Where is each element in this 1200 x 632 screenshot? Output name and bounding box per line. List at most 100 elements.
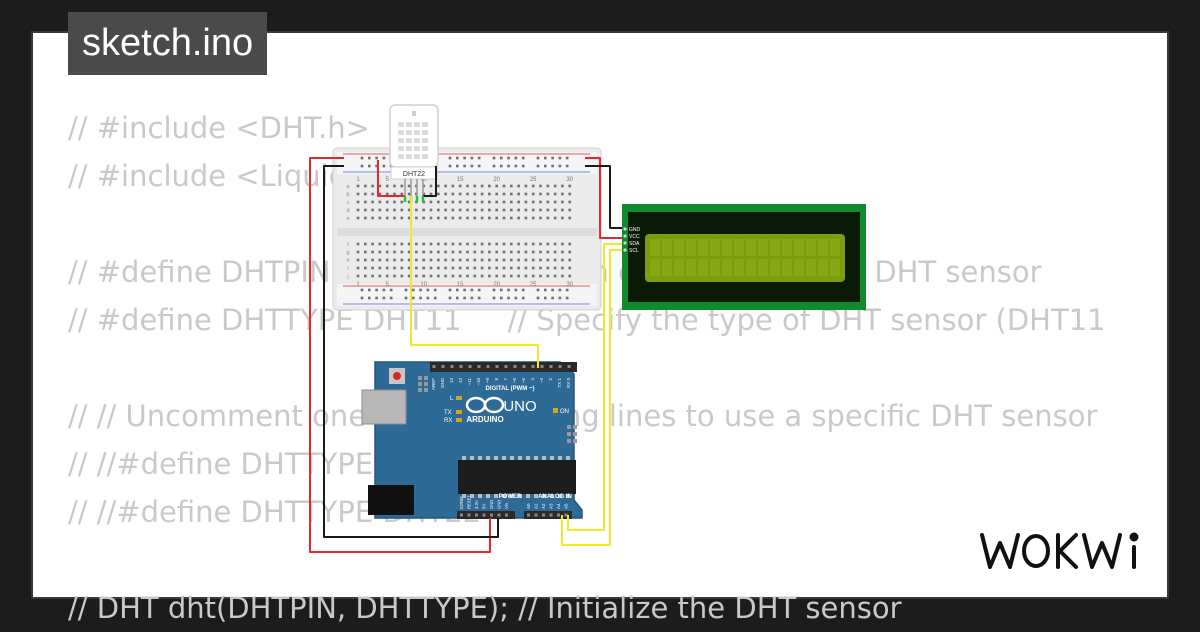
power-header bbox=[457, 511, 515, 519]
arduino-brand: ARDUINO bbox=[466, 415, 503, 424]
wire-lcd-vcc bbox=[585, 157, 622, 239]
on-led-label: ON bbox=[560, 409, 569, 415]
breadboard-row-letter: h bbox=[346, 258, 349, 264]
breadboard-row-letter: i bbox=[347, 266, 348, 272]
wire-dht-data bbox=[410, 196, 539, 368]
digital-label: DIGITAL (PWM ~) bbox=[486, 386, 535, 392]
power-label: POWER bbox=[499, 494, 522, 500]
breadboard-column-number: 15 bbox=[457, 282, 464, 288]
digital-pin-label: AREF bbox=[431, 378, 436, 390]
breadboard-row-letter: f bbox=[347, 242, 349, 248]
breadboard-row-letter: a bbox=[346, 184, 350, 190]
analog-header bbox=[524, 511, 572, 519]
digital-pin-label: 7 bbox=[503, 378, 508, 381]
analog-pin-label: A1 bbox=[534, 503, 539, 509]
digital-pin-label: 2 bbox=[548, 378, 553, 381]
bottom-pins bbox=[460, 513, 568, 517]
wire-gnd-main bbox=[323, 165, 499, 538]
wire-lcd-sda bbox=[567, 243, 622, 531]
file-tab[interactable]: sketch.ino bbox=[68, 12, 268, 75]
lcd-pin-label: SDA bbox=[629, 241, 640, 247]
usb-port bbox=[361, 389, 407, 425]
digital-pin-label: ~3 bbox=[539, 378, 544, 384]
lcd-pin-label: SCL bbox=[629, 248, 639, 254]
breadboard-column-number: 10 bbox=[420, 282, 427, 288]
power-pin-label: 5V bbox=[482, 504, 487, 509]
dht22-sensor[interactable]: DHT22 bbox=[389, 104, 439, 196]
icsp-header bbox=[418, 376, 577, 443]
breadboard-column-number: 5 bbox=[386, 282, 390, 288]
wires bbox=[309, 157, 622, 553]
digital-pin-label: 8 bbox=[494, 378, 499, 381]
digital-header bbox=[430, 362, 577, 372]
breadboard-row-letter: b bbox=[346, 192, 349, 198]
breadboard-column-number: 1 bbox=[356, 177, 360, 183]
breadboard-row-letter: c bbox=[347, 200, 350, 206]
wire-5v-red bbox=[377, 160, 405, 197]
dht-label: DHT22 bbox=[403, 171, 425, 178]
digital-pin-label: GND bbox=[440, 377, 445, 388]
power-jack bbox=[368, 485, 414, 515]
wire-lcd-gnd bbox=[585, 165, 622, 229]
power-pin-label: GND bbox=[497, 500, 502, 509]
breadboard-row-letter: d bbox=[346, 208, 349, 214]
power-pin-label: Vin bbox=[504, 502, 509, 509]
lcd-character-cells bbox=[650, 239, 840, 276]
digital-pin-label: 12 bbox=[458, 378, 463, 384]
breadboard-row-letter: g bbox=[346, 250, 349, 256]
digital-pin-label: 13 bbox=[449, 378, 454, 384]
breadboard-column-number: 20 bbox=[493, 282, 500, 288]
power-pin-label: GND bbox=[489, 500, 494, 509]
digital-pin-label: ~10 bbox=[476, 378, 481, 386]
chip-legs bbox=[462, 456, 570, 498]
breadboard-column-number: 30 bbox=[566, 177, 573, 183]
arduino-model: UNO bbox=[503, 398, 536, 415]
breadboard-column-number: 25 bbox=[530, 177, 537, 183]
breadboard-column-number: 15 bbox=[457, 177, 464, 183]
digital-pin-label: TX 1 bbox=[557, 378, 562, 388]
arduino-logo-icon bbox=[465, 396, 505, 414]
lcd-pin-label: VCC bbox=[629, 234, 640, 240]
digital-pin-label: ~6 bbox=[512, 378, 517, 384]
code-line: // DHT dht(DHTPIN, DHTTYPE); // Initiali… bbox=[68, 591, 902, 625]
power-pin-label: 3.3V bbox=[474, 500, 479, 509]
breadboard-column-number: 5 bbox=[386, 177, 390, 183]
breadboard-column-numbers: 115510101515202025253030 bbox=[356, 177, 573, 288]
breadboard-column-number: 30 bbox=[566, 282, 573, 288]
analog-pin-label: A3 bbox=[549, 503, 554, 509]
dht-grille bbox=[398, 122, 428, 159]
digital-pin-label: RX 0 bbox=[566, 378, 571, 389]
breadboard-column-number: 10 bbox=[420, 177, 427, 183]
analog-pin-label: A4 bbox=[556, 503, 561, 509]
digital-pins bbox=[432, 365, 571, 368]
wire-5v-main bbox=[309, 157, 491, 553]
l-led-label: L bbox=[450, 396, 454, 402]
power-pin-label: IOREF bbox=[459, 496, 464, 509]
digital-pin-label: ~5 bbox=[521, 378, 526, 384]
analog-pin-label: A2 bbox=[541, 503, 546, 509]
breadboard-column-number: 25 bbox=[530, 282, 537, 288]
breadboard-column-number: 1 bbox=[356, 282, 360, 288]
preview-card bbox=[33, 33, 1167, 597]
arduino-uno[interactable]: AREF GND 13 12 ~11 ~10 ~9 8 7 ~6 ~5 4 ~3 2 TX 1 RX 0 DI… bbox=[361, 361, 583, 519]
wire-lcd-scl bbox=[561, 249, 622, 546]
digital-pin-label: ~11 bbox=[467, 378, 472, 386]
digital-pin-label: ~9 bbox=[485, 378, 490, 384]
atmega-chip bbox=[458, 460, 576, 494]
breadboard-holes bbox=[356, 156, 571, 300]
digital-pin-labels: AREF GND 13 12 ~11 ~10 ~9 8 7 ~6 ~5 4 ~3 2 TX 1 RX 0 bbox=[431, 377, 571, 390]
code-line: // #include <DHT.h> bbox=[68, 111, 370, 145]
lcd-pin-label: GND bbox=[629, 227, 641, 233]
tx-led-label: TX bbox=[444, 410, 452, 416]
wokwi-logo bbox=[980, 532, 1139, 569]
digital-pin-label: 4 bbox=[530, 378, 535, 381]
analog-label: ANALOG IN bbox=[538, 494, 572, 500]
breadboard-row-letter: j bbox=[346, 274, 348, 280]
rx-led-label: RX bbox=[444, 418, 452, 424]
